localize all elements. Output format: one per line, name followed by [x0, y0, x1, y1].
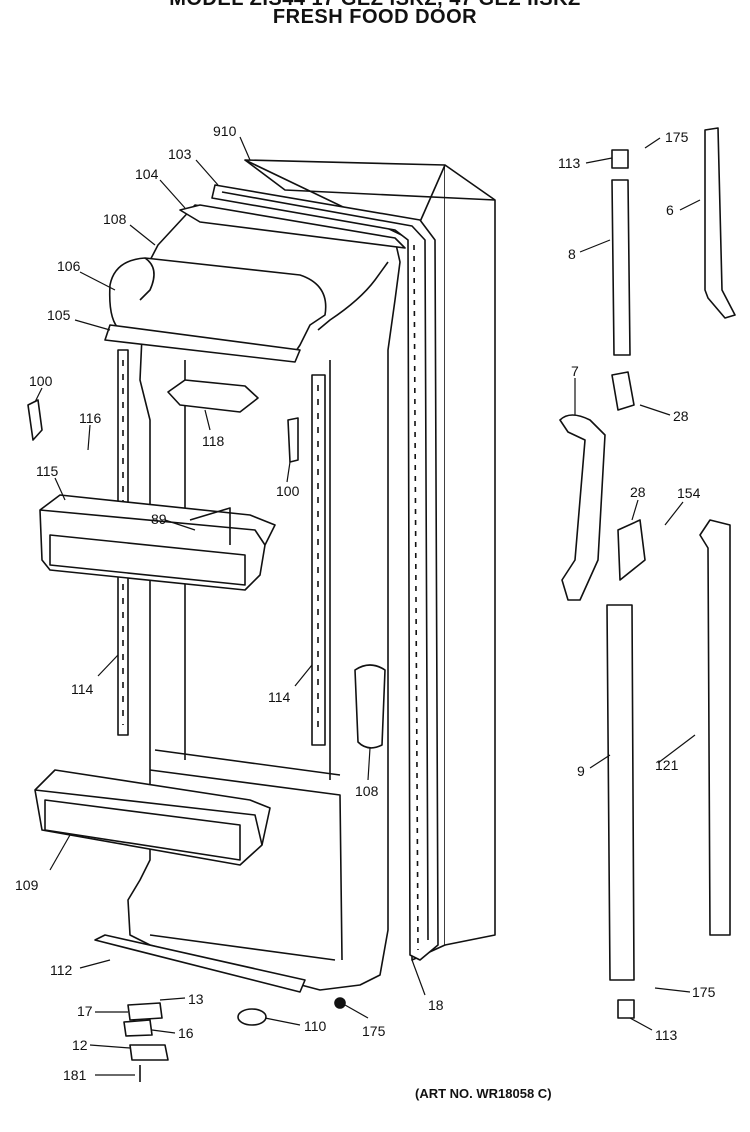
trim-strip-upper [611, 179, 631, 356]
callout-105: 105 [47, 307, 71, 323]
model-line: MODEL ZIS44 17 GEZ ISKZ, 47 GEZ IISKZ [0, 0, 750, 11]
callout-28-upper: 28 [673, 408, 689, 424]
callout-115: 115 [36, 463, 59, 479]
bottom-trim [94, 934, 306, 993]
door-stop [237, 1008, 267, 1026]
callout-110: 110 [304, 1018, 327, 1034]
handle-cap-upper [704, 127, 736, 319]
trim-strip-lower [606, 604, 635, 981]
dairy-hinge-rail [104, 324, 301, 363]
callout-154: 154 [677, 485, 701, 501]
callout-12: 12 [72, 1037, 88, 1053]
mullion-insert [354, 664, 386, 749]
liner-top-trim [179, 204, 406, 249]
page-title: FRESH FOOD DOOR [272, 6, 478, 28]
leader-lines [34, 136, 701, 1076]
callout-113-bottom: 113 [655, 1027, 678, 1043]
callout-181: 181 [63, 1067, 87, 1083]
handle-mount-lower [617, 519, 646, 581]
callout-17: 17 [77, 1003, 93, 1019]
callout-116: 116 [79, 410, 102, 426]
callout-13: 13 [188, 991, 204, 1007]
bracket-top [611, 149, 629, 169]
upper-door-bin [39, 494, 276, 591]
callout-labels: 910 103 104 108 106 105 100 116 118 100 … [15, 123, 716, 1083]
hinge-bracket [129, 1044, 169, 1061]
callout-106: 106 [57, 258, 81, 274]
handle-cap-lower [699, 519, 731, 936]
lower-door-bin [34, 769, 271, 866]
callout-28-lower: 28 [630, 484, 646, 500]
callout-104: 104 [135, 166, 159, 182]
callout-175-right: 175 [692, 984, 716, 1000]
door-gasket [211, 184, 439, 961]
callout-114-right: 114 [268, 689, 291, 705]
callout-121: 121 [655, 757, 679, 773]
callout-18: 18 [428, 997, 444, 1013]
shelf-bracket-right [287, 417, 299, 463]
hinge-screw [334, 997, 346, 1009]
hinge-plate [127, 1002, 163, 1021]
callout-118: 118 [202, 433, 225, 449]
door-handle [559, 414, 606, 601]
callout-8: 8 [568, 246, 576, 262]
callout-109: 109 [15, 877, 39, 893]
callout-108-lower: 108 [355, 783, 379, 799]
callout-6: 6 [666, 202, 674, 218]
art-number: (ART NO. WR18058 C) [415, 1086, 552, 1101]
callout-89: 89 [151, 511, 167, 527]
callout-175-bottom: 175 [362, 1023, 386, 1039]
callout-112: 112 [50, 962, 73, 978]
callout-113-top: 113 [558, 155, 581, 171]
callout-16: 16 [178, 1025, 194, 1041]
butter-tray [167, 379, 259, 413]
bracket-bottom [617, 999, 635, 1019]
callout-910: 910 [213, 123, 237, 139]
callout-7: 7 [571, 363, 579, 379]
callout-100-right: 100 [276, 483, 300, 499]
callout-114-left: 114 [71, 681, 94, 697]
callout-108: 108 [103, 211, 127, 227]
callout-100-left: 100 [29, 373, 53, 389]
callout-175-top: 175 [665, 129, 689, 145]
callout-9: 9 [577, 763, 585, 779]
hinge-bushing [123, 1019, 153, 1037]
handle-mount-upper [611, 371, 635, 411]
callout-103: 103 [168, 146, 192, 162]
shelf-bracket-left [27, 399, 43, 441]
